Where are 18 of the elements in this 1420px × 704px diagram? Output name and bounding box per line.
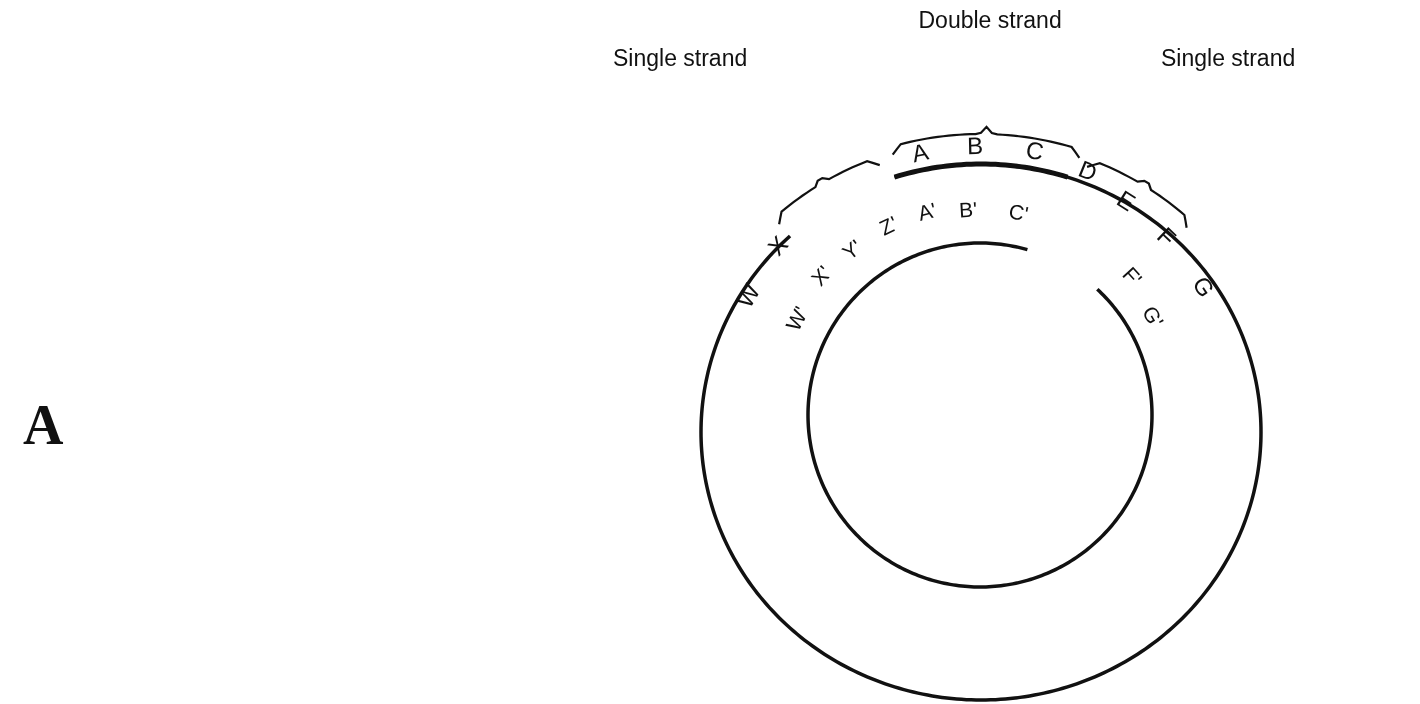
base-label: Z' [875, 211, 901, 239]
base-label: W' [782, 302, 812, 334]
base-label: C [1023, 137, 1045, 165]
base-label: A [909, 139, 931, 167]
base-label: X' [807, 261, 835, 289]
strand-label: Double strand [918, 8, 1062, 32]
strand-label: Single strand [1161, 46, 1296, 70]
base-label: G [1187, 272, 1218, 302]
base-label: D [1074, 156, 1100, 186]
panel-letter: A [23, 397, 64, 453]
base-label: B' [958, 198, 978, 220]
base-label: A' [915, 198, 939, 224]
base-label: C' [1006, 199, 1030, 225]
base-label: G' [1139, 301, 1168, 331]
strand-label: Single strand [613, 46, 748, 70]
base-label: B [966, 133, 984, 159]
base-label: F' [1118, 262, 1146, 290]
base-label: Y' [838, 235, 866, 263]
